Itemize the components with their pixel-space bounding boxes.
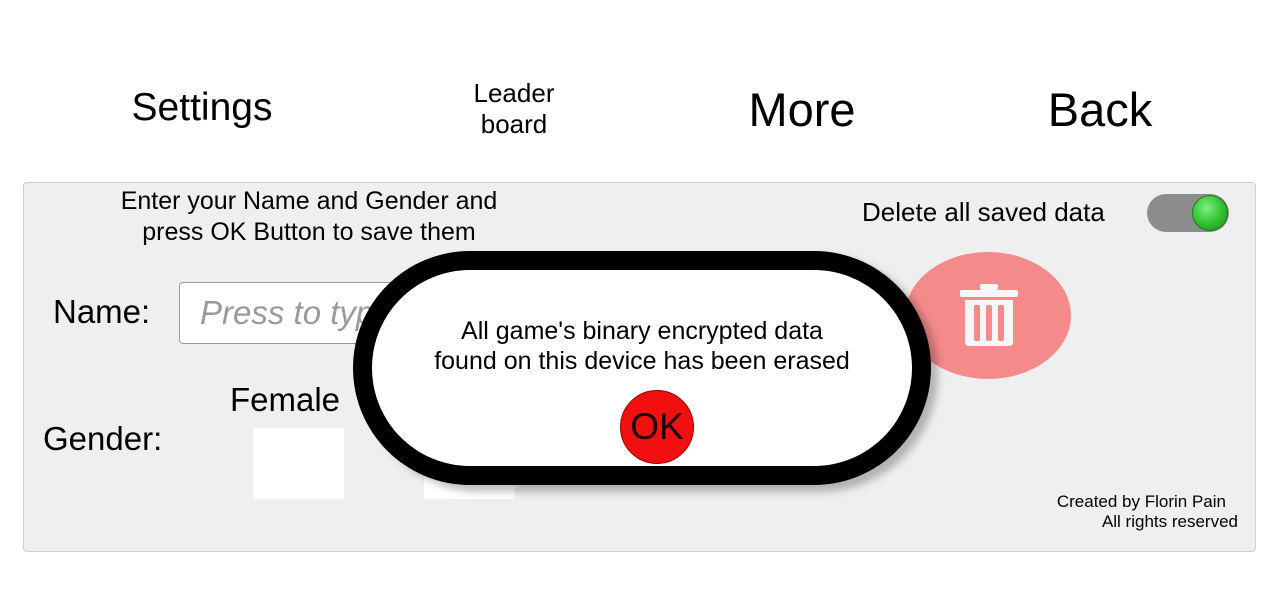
delete-data-toggle[interactable]	[1147, 194, 1229, 232]
leaderboard-button[interactable]: Leader board	[444, 78, 584, 140]
gender-label: Gender:	[43, 420, 163, 457]
female-option-box[interactable]	[253, 428, 344, 499]
toggle-knob	[1192, 195, 1228, 231]
credits-line2: All rights reserved	[1101, 512, 1238, 531]
instructions-line1: Enter your Name and Gender and	[120, 187, 498, 215]
more-button[interactable]: More	[748, 83, 856, 136]
instructions-text: Enter your Name and Gender and press OK …	[88, 186, 530, 248]
dialog-message-line2: found on this device has been erased	[434, 347, 850, 375]
ok-button[interactable]: OK	[620, 390, 694, 464]
female-label: Female	[230, 381, 341, 418]
dialog-message: All game's binary encrypted data found o…	[372, 316, 912, 376]
trash-icon	[960, 284, 1018, 346]
instructions-line2: press OK Button to save them	[142, 218, 476, 246]
dialog-body: All game's binary encrypted data found o…	[372, 270, 912, 466]
delete-data-label: Delete all saved data	[862, 197, 1105, 227]
credits: Created by Florin Pain All rights reserv…	[1057, 492, 1238, 532]
back-button[interactable]: Back	[1047, 83, 1153, 136]
name-label: Name:	[53, 293, 151, 330]
delete-button[interactable]	[905, 252, 1071, 379]
dialog-message-line1: All game's binary encrypted data	[461, 317, 823, 345]
leaderboard-label-line2: board	[480, 109, 548, 139]
leaderboard-label-line1: Leader	[473, 78, 555, 108]
settings-button[interactable]: Settings	[131, 86, 273, 129]
credits-line1: Created by Florin Pain	[1056, 492, 1226, 511]
erase-confirmation-dialog: All game's binary encrypted data found o…	[353, 251, 931, 485]
